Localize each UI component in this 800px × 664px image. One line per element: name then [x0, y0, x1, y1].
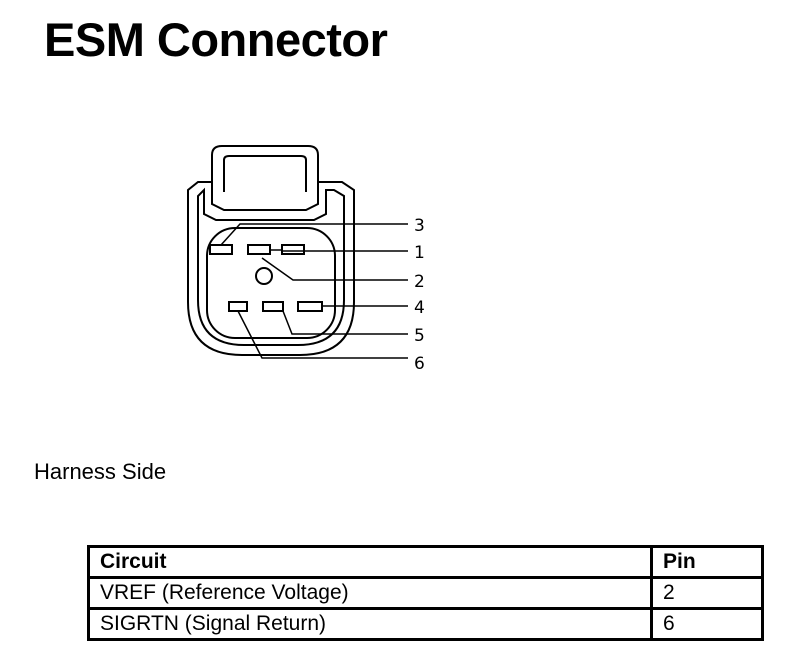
pin-label-1: 1 [414, 243, 425, 263]
pin-cell: 2 [650, 576, 764, 610]
pin-terminal-5 [262, 301, 284, 312]
connector-housing-outer [187, 181, 355, 356]
column-header-circuit: Circuit [87, 545, 653, 579]
pin-terminal-4 [297, 301, 323, 312]
pin-cell: 6 [650, 607, 764, 641]
pin-label-4: 4 [414, 298, 425, 318]
page-title: ESM Connector [44, 13, 388, 66]
column-header-pin: Pin [650, 545, 764, 579]
pin-label-6: 6 [414, 354, 425, 374]
pin-terminal-6 [228, 301, 248, 312]
pin-table: Circuit Pin VREF (Reference Voltage) 2 S… [87, 545, 764, 641]
table-row: SIGRTN (Signal Return) 6 [87, 607, 764, 641]
pin-label-3: 3 [414, 216, 425, 236]
circuit-cell: VREF (Reference Voltage) [87, 576, 653, 610]
connector-latch [211, 145, 319, 192]
leader-line-1 [270, 249, 408, 252]
leader-line-2 [261, 257, 408, 281]
pin-terminal-1 [247, 244, 271, 255]
leader-line-6 [237, 310, 408, 359]
pin-terminal-top-right [281, 244, 305, 255]
harness-side-caption: Harness Side [34, 459, 167, 484]
table-row: VREF (Reference Voltage) 2 [87, 576, 764, 610]
table-header-row: Circuit Pin [87, 545, 764, 579]
pin-label-5: 5 [414, 326, 425, 346]
pin-label-2: 2 [414, 272, 425, 292]
pin-terminal-3 [209, 244, 233, 255]
circuit-cell: SIGRTN (Signal Return) [87, 607, 653, 641]
leader-line-5 [282, 310, 408, 335]
leader-line-3 [220, 223, 408, 246]
connector-pin-cavity [206, 227, 336, 339]
key-circle [255, 267, 273, 285]
